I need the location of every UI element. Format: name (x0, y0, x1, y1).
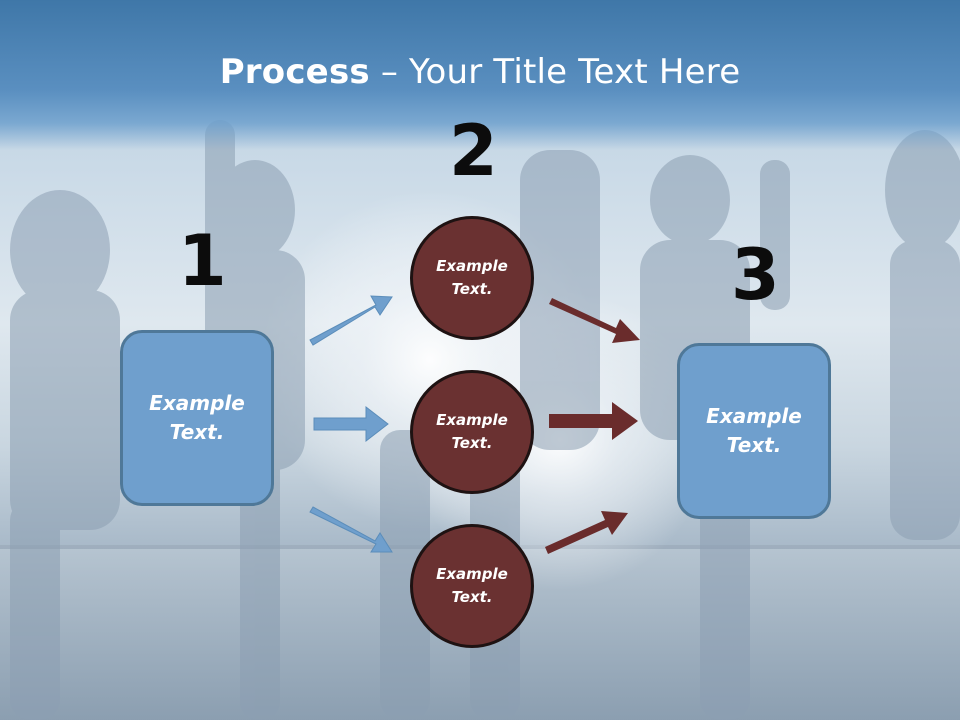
step-number-2: 2 (449, 110, 498, 192)
title-bar (0, 0, 960, 150)
blue-arrow-right (313, 405, 389, 443)
step-number-3: 3 (731, 234, 780, 316)
maroon-arrow-down (549, 298, 640, 343)
process-box-right-label: Example Text. (706, 404, 802, 457)
title-rest: – Your Title Text Here (369, 52, 741, 92)
maroon-arrow-right (549, 402, 638, 440)
process-circle-middle-label: Example Text. (436, 411, 508, 452)
maroon-arrow-up (545, 511, 628, 554)
process-box-left[interactable]: Example Text. (120, 330, 274, 506)
process-circle-bottom[interactable]: Example Text. (410, 524, 534, 648)
title-bold: Process (219, 52, 370, 92)
process-box-right[interactable]: Example Text. (677, 343, 831, 519)
process-circle-middle[interactable]: Example Text. (410, 370, 534, 494)
process-box-left-label: Example Text. (149, 391, 245, 444)
slide-title: Process – Your Title Text Here (0, 52, 960, 92)
step-number-1: 1 (178, 220, 227, 302)
blue-arrow-down (309, 506, 393, 553)
process-circle-top-label: Example Text. (436, 257, 508, 298)
process-circle-bottom-label: Example Text. (436, 565, 508, 606)
process-circle-top[interactable]: Example Text. (410, 216, 534, 340)
blue-arrow-up (309, 295, 393, 346)
